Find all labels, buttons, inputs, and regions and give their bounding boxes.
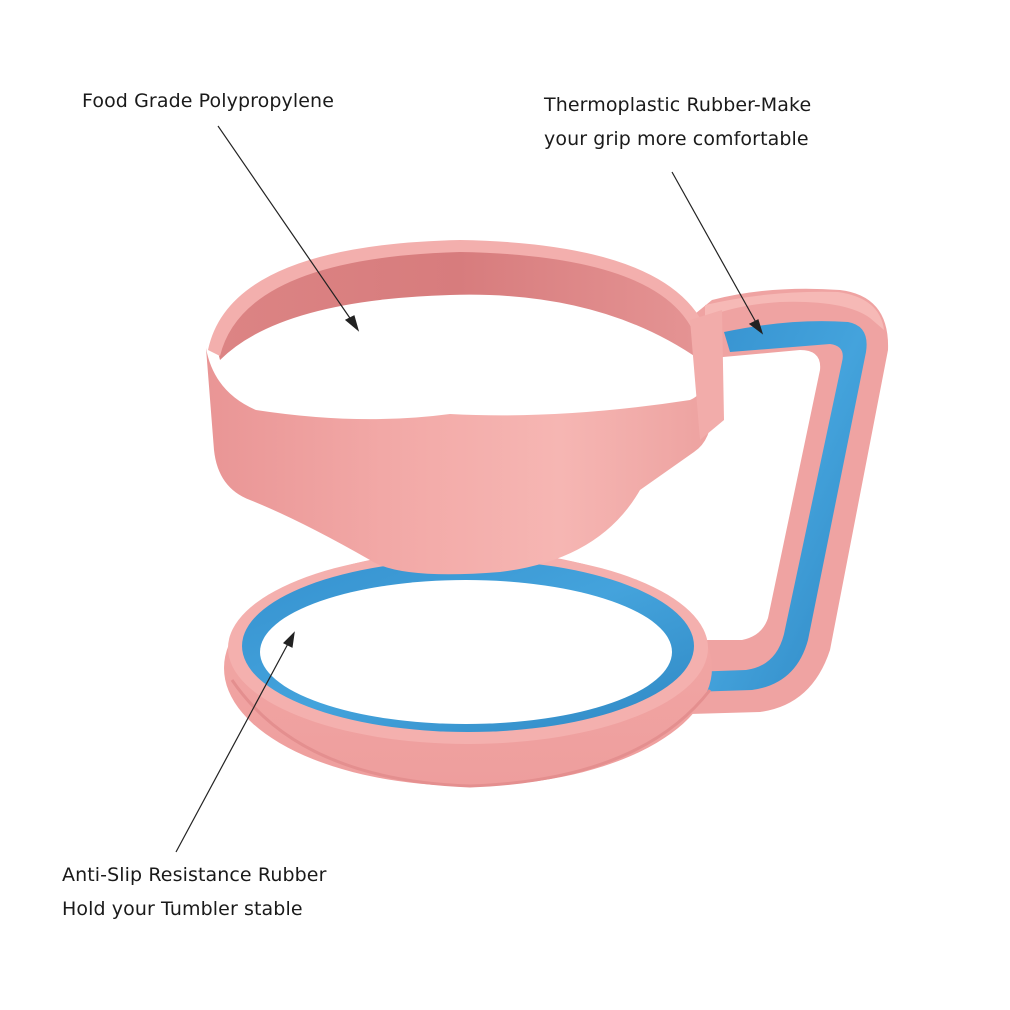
handle-top-shade [705, 291, 884, 330]
leader-line-tpr [671, 171, 759, 327]
callout-tpr-grip: Thermoplastic Rubber-Make your grip more… [544, 88, 811, 156]
callout-tpr-grip-line-2: your grip more comfortable [544, 128, 809, 150]
leader-line-food-grade [217, 125, 355, 325]
leader-line-anti-slip [175, 639, 291, 853]
bottom-ring-lower-edge [230, 679, 712, 788]
callout-food-grade-line-1: Food Grade Polypropylene [82, 90, 334, 112]
leader-lines [175, 125, 764, 853]
arrowhead-tpr [748, 319, 764, 335]
handle [676, 288, 889, 714]
upper-band [206, 240, 724, 575]
band-inner [215, 246, 702, 360]
band-opening-right [520, 369, 684, 409]
callout-food-grade: Food Grade Polypropylene [82, 84, 334, 118]
band-handle-joint [690, 310, 724, 440]
arrowhead-food-grade [344, 315, 360, 332]
bottom-ring-hole [260, 580, 672, 724]
handle-grip [690, 321, 867, 692]
callout-anti-slip-line-2: Hold your Tumbler stable [62, 898, 303, 920]
bottom-ring [224, 550, 712, 788]
callout-tpr-grip-line-1: Thermoplastic Rubber-Make [544, 94, 812, 116]
band-front [206, 348, 712, 575]
callout-anti-slip-line-1: Anti-Slip Resistance Rubber [62, 864, 327, 886]
callout-anti-slip: Anti-Slip Resistance Rubber Hold your Tu… [62, 858, 326, 926]
arrowhead-anti-slip [282, 631, 295, 648]
band-opening-left [262, 372, 446, 417]
